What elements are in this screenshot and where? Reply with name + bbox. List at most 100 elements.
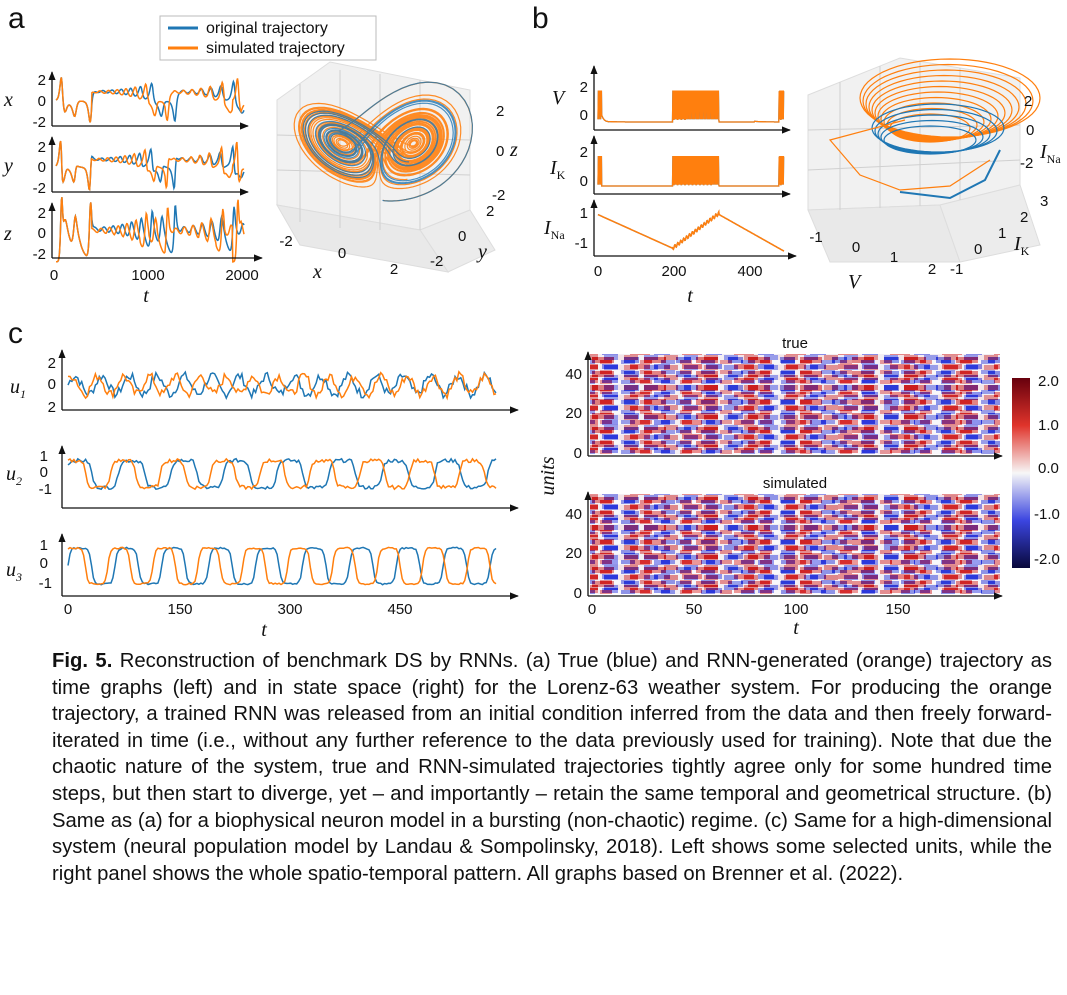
xtick: 2000: [225, 267, 258, 284]
heatmap-simulated-title: simulated: [763, 475, 827, 492]
ztick: 2: [1024, 93, 1032, 110]
ytick: 0: [48, 376, 56, 393]
zlabel-z: z: [509, 139, 518, 161]
subplot-b-IK: 2 0 IK: [549, 135, 791, 198]
ytick: 40: [565, 506, 582, 523]
series-simulated-line: [56, 197, 245, 263]
series-original-line: [67, 546, 497, 586]
xlabel-t: t: [687, 285, 693, 307]
zlabel-INa: INa: [1039, 141, 1061, 166]
xtick: 100: [783, 601, 808, 618]
ytick: 1: [580, 205, 588, 222]
ytick: 0: [458, 228, 466, 245]
ylabel-IK: IK: [549, 157, 566, 182]
ylabel-u2: u2: [6, 463, 22, 488]
ytick: -2: [430, 253, 443, 270]
subplot-b-V: 2 0 V: [552, 65, 791, 134]
ytick: 1: [40, 448, 48, 465]
subplot-c-u1: 2 0 2 u1: [10, 349, 519, 416]
ytick: 2: [48, 399, 56, 416]
ytick: 0: [974, 241, 982, 258]
ytick: -1: [39, 575, 52, 592]
ylabel-u3: u3: [6, 559, 22, 584]
xtick: 0: [50, 267, 58, 284]
ztick: 2: [496, 103, 504, 120]
panel-label-b: b: [532, 2, 549, 35]
ztick: -2: [492, 187, 505, 204]
series-simulated-line: [55, 77, 245, 123]
subplot-a-y: 2 0 -2 y: [2, 136, 249, 197]
xlabel-x: x: [312, 261, 322, 283]
panel-b-time-series: 2 0 V 2 0 IK 1 -1 INa 0 200 400 t: [543, 65, 797, 307]
series-original-line: [597, 209, 785, 252]
ytick: 20: [565, 405, 582, 422]
ylabel-INa: INa: [543, 217, 565, 242]
ylabel-IK: IK: [1013, 233, 1030, 258]
series-simulated-line: [55, 140, 245, 192]
series-simulated-line: [597, 155, 785, 187]
xtick: 450: [387, 601, 412, 618]
ytick: 40: [565, 366, 582, 383]
ztick: 0: [496, 143, 504, 160]
xlabel-t: t: [793, 617, 799, 639]
ylabel-y: y: [476, 241, 487, 263]
panel-c-time-series: 2 0 2 u1 1 0 -1 u2 1 0 -1 u3 0 150 300: [6, 349, 519, 640]
ytick: 2: [1020, 209, 1028, 226]
ylabel-x: x: [3, 89, 13, 111]
series-simulated-line: [597, 90, 785, 123]
subplot-a-z: 2 0 -2 z: [3, 197, 263, 263]
xtick: 1: [890, 249, 898, 266]
xtick: 150: [885, 601, 910, 618]
ytick: 0: [580, 107, 588, 124]
xtick: 200: [661, 263, 686, 280]
ytick: 0: [40, 555, 48, 572]
ylabel-z: z: [3, 223, 12, 245]
subplot-a-x: 2 0 -2 x: [3, 71, 249, 131]
xlabel-V: V: [848, 271, 863, 293]
ylabel-V: V: [552, 87, 567, 109]
panel-c-heatmaps: true 40 20 0 simulated 40 20 0 0 50 100 …: [537, 335, 1060, 639]
legend-simulated-label: simulated trajectory: [206, 40, 345, 57]
ytick: 0: [38, 159, 46, 176]
colorbar-tick: 1.0: [1038, 417, 1059, 434]
ylabel-units: units: [537, 456, 559, 495]
ytick: 1: [998, 225, 1006, 242]
ytick: 1: [40, 537, 48, 554]
panel-label-a: a: [8, 2, 25, 35]
ytick: -1: [39, 481, 52, 498]
panel-label-c: c: [8, 317, 23, 350]
ytick: 2: [580, 144, 588, 161]
colorbar-tick: 2.0: [1038, 373, 1059, 390]
ytick: 0: [40, 464, 48, 481]
xlabel-t: t: [143, 285, 149, 307]
ytick: 2: [38, 139, 46, 156]
series-simulated-line: [67, 370, 497, 401]
ytick: 2: [38, 205, 46, 222]
xtick: 2: [928, 261, 936, 278]
caption-label: Fig. 5.: [52, 650, 113, 672]
caption-text: Reconstruction of benchmark DS by RNNs. …: [52, 650, 1052, 885]
panel-b-state-space: -1 0 1 2 V 3 2 1 0 -1 IK 2 0 -2 INa: [807, 57, 1061, 293]
colorbar-tick: -2.0: [1034, 551, 1060, 568]
series-simulated-line: [67, 546, 497, 586]
ytick: 3: [1040, 193, 1048, 210]
ytick: 2: [486, 203, 494, 220]
figure-5: a b c original trajectory simulated traj…: [2, 2, 1061, 640]
panel-a-time-series: 2 0 -2 x 2 0 -2 y 2 0 -2 z 0 1000 2000: [2, 71, 263, 307]
series-simulated-line: [597, 209, 785, 252]
subplot-b-INa: 1 -1 INa: [543, 199, 797, 260]
figure-caption: Fig. 5. Reconstruction of benchmark DS b…: [52, 648, 1052, 887]
subplot-c-u2: 1 0 -1 u2: [6, 445, 519, 512]
xtick: 0: [588, 601, 596, 618]
ytick: -2: [33, 246, 46, 263]
colorbar-tick: 0.0: [1038, 460, 1059, 477]
xtick: 0: [338, 245, 346, 262]
ytick: 0: [574, 445, 582, 462]
heatmap-true-title: true: [782, 335, 808, 352]
ztick: -2: [1020, 155, 1033, 172]
ytick: -1: [950, 261, 963, 278]
ytick: -2: [33, 180, 46, 197]
ytick: 0: [38, 225, 46, 242]
ztick: 0: [1026, 122, 1034, 139]
xtick: 400: [737, 263, 762, 280]
